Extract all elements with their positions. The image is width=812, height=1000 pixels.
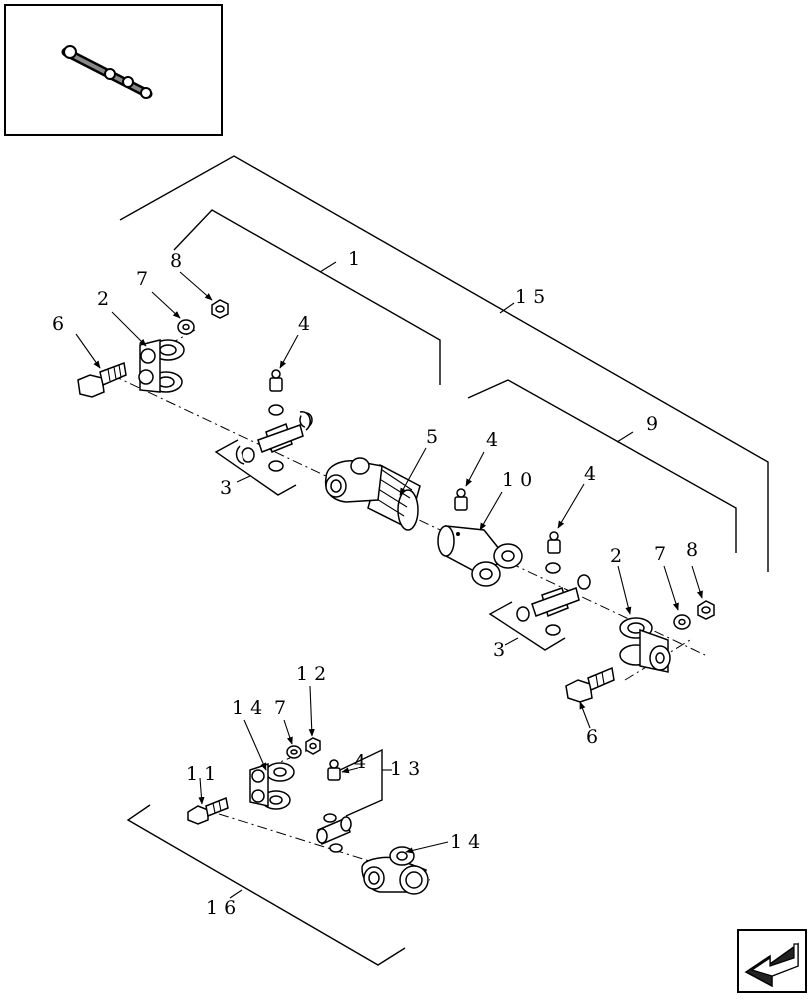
cross-part-13[interactable] <box>316 813 352 853</box>
callout-15: 1 5 <box>515 286 545 308</box>
callout-labels: 6 2 7 8 1 1 5 4 3 5 9 4 1 0 4 2 7 8 3 6 … <box>52 248 698 919</box>
callout-11: 1 1 <box>186 763 216 785</box>
nut-part-12[interactable] <box>305 737 321 755</box>
bracket-16 <box>126 804 406 966</box>
grease-fitting-part-4-middle[interactable] <box>454 488 468 511</box>
callout-4-middle: 4 <box>486 429 498 451</box>
callout-6-upper: 6 <box>52 313 64 335</box>
washer-part-7-right[interactable] <box>673 614 691 630</box>
washer-part-7-lower[interactable] <box>286 745 302 759</box>
back-arrow-icon <box>744 942 799 988</box>
callout-10: 1 0 <box>502 469 532 491</box>
callout-2-upper: 2 <box>97 288 109 310</box>
callout-8-upper: 8 <box>170 250 182 272</box>
callout-3-left: 3 <box>220 477 232 499</box>
leader-lines <box>75 271 703 854</box>
callout-2-right: 2 <box>610 545 622 567</box>
callout-3-right: 3 <box>493 639 505 661</box>
nut-part-8-upper[interactable] <box>211 299 229 319</box>
callout-13: 1 3 <box>390 758 420 780</box>
callout-4-lower: 4 <box>354 751 366 773</box>
bracket-15 <box>119 155 769 572</box>
grease-fitting-part-4-lower[interactable] <box>327 759 341 781</box>
callout-7-upper: 7 <box>136 268 148 290</box>
grease-fitting-part-4-right[interactable] <box>547 531 561 554</box>
yoke-part-2-left[interactable] <box>138 339 185 393</box>
bracket-3-left <box>214 439 297 496</box>
callout-7-right: 7 <box>654 543 666 565</box>
callout-9: 9 <box>646 413 658 435</box>
grease-fitting-part-4-left[interactable] <box>269 369 283 392</box>
callout-14-right: 1 4 <box>450 831 480 853</box>
bracket-3-right <box>488 601 566 651</box>
cross-kit-part-3-right[interactable] <box>516 562 591 636</box>
splined-yoke-part-14-right[interactable] <box>361 846 429 895</box>
bolt-part-6[interactable] <box>77 361 127 398</box>
callout-4-left: 4 <box>298 313 310 335</box>
callout-5: 5 <box>426 426 438 448</box>
callout-6-right: 6 <box>586 726 598 748</box>
nav-button[interactable] <box>737 929 807 993</box>
cross-kit-part-3-left[interactable] <box>235 404 313 472</box>
driveshaft-thumbnail-icon <box>61 45 153 99</box>
nut-part-8-right[interactable] <box>697 600 715 620</box>
yoke-part-14-left[interactable] <box>249 762 295 810</box>
yoke-part-2-right[interactable] <box>619 617 671 673</box>
thumbnail-box[interactable] <box>4 4 223 136</box>
tube-yoke-part-10[interactable] <box>437 525 523 587</box>
splined-shaft-part-5[interactable] <box>324 457 421 531</box>
bolt-part-6-right[interactable] <box>565 666 615 703</box>
callout-8-right: 8 <box>686 539 698 561</box>
washer-part-7-upper[interactable] <box>177 319 195 335</box>
bolt-part-11[interactable] <box>187 796 229 825</box>
bracket-13 <box>339 748 392 817</box>
callout-1: 1 <box>348 248 360 270</box>
bracket-9 <box>467 379 737 553</box>
callout-4-right: 4 <box>584 463 596 485</box>
bracket-1 <box>173 209 441 385</box>
callout-7-lower: 7 <box>274 697 286 719</box>
callout-16: 1 6 <box>206 897 236 919</box>
callout-14-left: 1 4 <box>232 697 262 719</box>
callout-12: 1 2 <box>296 663 326 685</box>
